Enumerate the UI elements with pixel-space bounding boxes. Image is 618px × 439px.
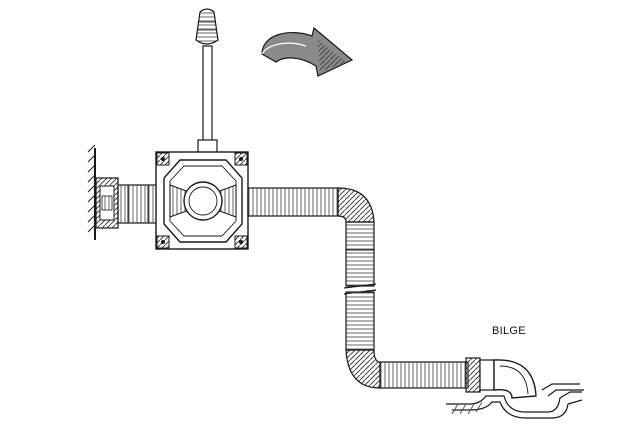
bilge-floor — [446, 383, 584, 419]
bulkhead-mount — [87, 144, 119, 240]
discharge-hose — [247, 187, 469, 389]
pump-handle-icon — [195, 8, 219, 155]
inlet-coupling — [117, 184, 159, 224]
diaphragm-pump-icon — [155, 151, 249, 250]
bilge-strainer — [465, 357, 537, 399]
bilge-label: BILGE — [492, 325, 526, 337]
curved-arrow-icon — [261, 26, 354, 77]
